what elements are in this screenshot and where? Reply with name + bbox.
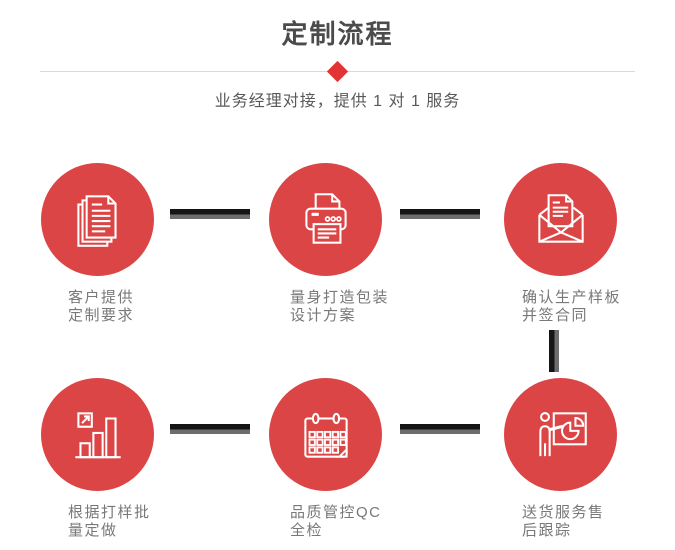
- step-label-batch-production: 根据打样批 量定做: [68, 504, 188, 540]
- step-label-line: 送货服务售: [522, 504, 605, 521]
- connector-step5-step6: [400, 424, 480, 434]
- growth-bar-chart-icon: [74, 411, 121, 458]
- connector-step2-step3: [400, 209, 480, 219]
- step-label-delivery-after-sales: 送货服务售 后跟踪: [522, 504, 642, 540]
- connector-step3-step6: [549, 330, 559, 372]
- documents-stack-icon: [76, 194, 117, 247]
- step-label-line: 确认生产样板: [522, 289, 622, 306]
- page-title: 定制流程: [281, 19, 394, 49]
- connector-step4-step5: [170, 424, 250, 434]
- step-label-line: 客户提供: [68, 289, 135, 306]
- diamond-marker: [326, 60, 349, 83]
- open-envelope-letter-icon: [537, 193, 584, 243]
- connector-step1-step2: [170, 209, 250, 219]
- printer-icon: [304, 192, 347, 244]
- step-circle-batch-production: [41, 378, 154, 491]
- step-label-line: 品质管控QC: [290, 504, 382, 521]
- step-circle-delivery-after-sales: [504, 378, 617, 491]
- step-label-line: 全检: [290, 522, 324, 539]
- step-label-line: 量定做: [68, 522, 118, 539]
- presenter-pie-chart-icon: [538, 411, 587, 456]
- step-circle-quality-inspection: [269, 378, 382, 491]
- calendar-icon: [303, 412, 348, 458]
- step-label-line: 并签合同: [522, 307, 589, 324]
- step-label-quality-inspection: 品质管控QC 全检: [290, 504, 410, 540]
- step-label-line: 后跟踪: [522, 522, 572, 539]
- page-subtitle: 业务经理对接，提供 1 对 1 服务: [214, 93, 461, 110]
- step-label-line: 定制要求: [68, 307, 135, 324]
- step-circle-customer-requirements: [41, 163, 154, 276]
- step-label-line: 设计方案: [290, 307, 357, 324]
- step-circle-packaging-design: [269, 163, 382, 276]
- step-label-line: 量身打造包装: [290, 289, 390, 306]
- step-label-line: 根据打样批: [68, 504, 151, 521]
- step-label-packaging-design: 量身打造包装 设计方案: [290, 289, 410, 325]
- step-label-confirm-sample-contract: 确认生产样板 并签合同: [522, 289, 642, 325]
- step-circle-confirm-sample-contract: [504, 163, 617, 276]
- step-label-customer-requirements: 客户提供 定制要求: [68, 289, 188, 325]
